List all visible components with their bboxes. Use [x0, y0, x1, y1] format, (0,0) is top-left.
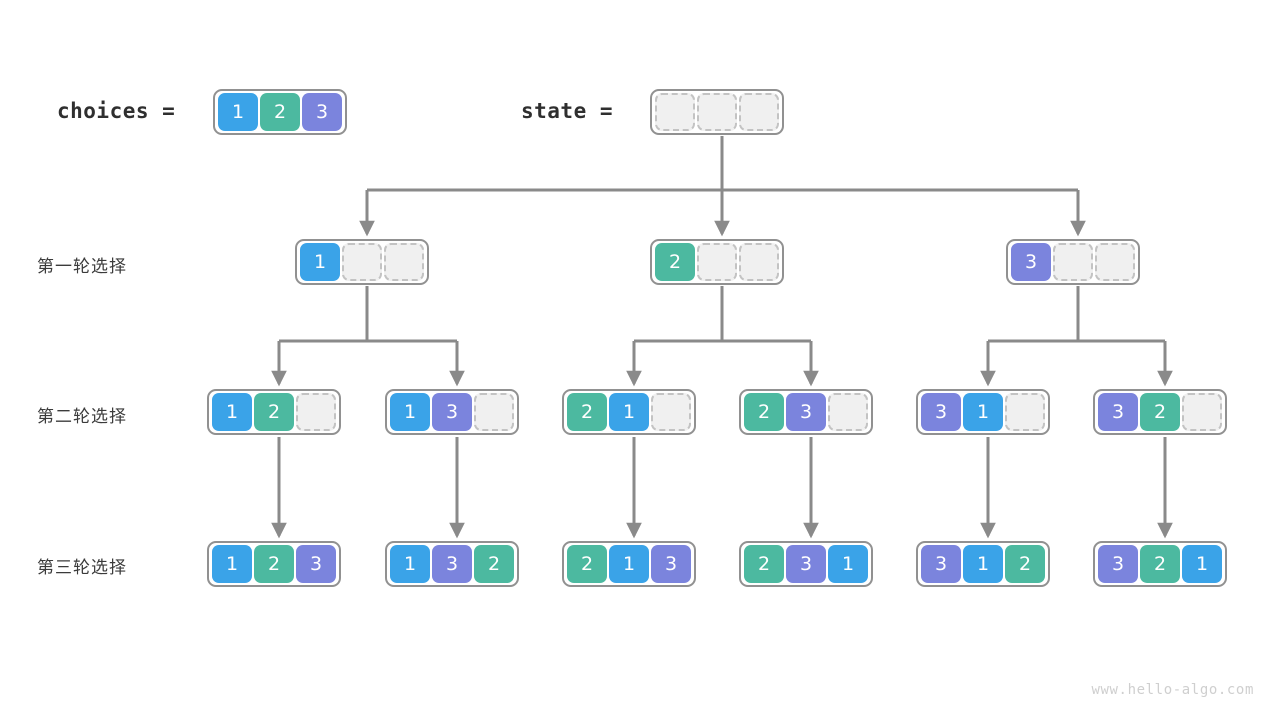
round2-node-6-cell-3 [1182, 393, 1222, 431]
round2-node-2-cell-1: 1 [390, 393, 430, 431]
round3-node-4-cell-2: 3 [786, 545, 826, 583]
round3-node-6-cell-3: 1 [1182, 545, 1222, 583]
watermark: www.hello-algo.com [1091, 682, 1254, 698]
choices-cell-1: 1 [218, 93, 258, 131]
round2-node-3-cell-3 [651, 393, 691, 431]
row-label-round-3: 第三轮选择 [37, 558, 127, 578]
round3-node-1-cell-2: 2 [254, 545, 294, 583]
round3-node-3-cell-2: 1 [609, 545, 649, 583]
round3-node-3-cell-3: 3 [651, 545, 691, 583]
round1-node-2-cell-1: 2 [655, 243, 695, 281]
round2-node-1-cell-3 [296, 393, 336, 431]
round1-node-3-cell-2 [1053, 243, 1093, 281]
round3-node-1-cell-3: 3 [296, 545, 336, 583]
round2-node-2-cell-3 [474, 393, 514, 431]
round3-node-2-cell-2: 3 [432, 545, 472, 583]
choices-label: choices = [57, 99, 176, 123]
round1-node-1-cell-3 [384, 243, 424, 281]
round3-node-6-cell-2: 2 [1140, 545, 1180, 583]
choices-cell-3: 3 [302, 93, 342, 131]
round2-node-6-cell-1: 3 [1098, 393, 1138, 431]
choices-cell-2: 2 [260, 93, 300, 131]
round2-node-1-cell-2: 2 [254, 393, 294, 431]
round2-node-3-cell-2: 1 [609, 393, 649, 431]
round1-node-3-cell-1: 3 [1011, 243, 1051, 281]
round1-node-2-cell-3 [739, 243, 779, 281]
round3-node-4-cell-3: 1 [828, 545, 868, 583]
round3-node-2-cell-3: 2 [474, 545, 514, 583]
round2-node-3-cell-1: 2 [567, 393, 607, 431]
round3-node-5-cell-3: 2 [1005, 545, 1045, 583]
round2-node-4-cell-3 [828, 393, 868, 431]
row-label-round-2: 第二轮选择 [37, 407, 127, 427]
state-label: state = [521, 99, 614, 123]
round3-node-2-cell-1: 1 [390, 545, 430, 583]
round2-node-6-cell-2: 2 [1140, 393, 1180, 431]
round1-node-2: 2 [650, 239, 784, 285]
state-cell-2 [697, 93, 737, 131]
round2-node-5-cell-3 [1005, 393, 1045, 431]
round1-node-1-cell-1: 1 [300, 243, 340, 281]
round1-node-1: 1 [295, 239, 429, 285]
state-cell-3 [739, 93, 779, 131]
round2-node-5-cell-2: 1 [963, 393, 1003, 431]
round1-node-3-cell-3 [1095, 243, 1135, 281]
state-array [650, 89, 784, 135]
row-label-round-1: 第一轮选择 [37, 257, 127, 277]
round1-node-1-cell-2 [342, 243, 382, 281]
state-cell-1 [655, 93, 695, 131]
round3-node-5-cell-1: 3 [921, 545, 961, 583]
round2-node-1-cell-1: 1 [212, 393, 252, 431]
round1-node-2-cell-2 [697, 243, 737, 281]
round3-node-4-cell-1: 2 [744, 545, 784, 583]
round3-node-3-cell-1: 2 [567, 545, 607, 583]
round2-node-2-cell-2: 3 [432, 393, 472, 431]
round3-node-6-cell-1: 3 [1098, 545, 1138, 583]
round1-node-3: 3 [1006, 239, 1140, 285]
round3-node-5-cell-2: 1 [963, 545, 1003, 583]
round3-node-1-cell-1: 1 [212, 545, 252, 583]
round2-node-5-cell-1: 3 [921, 393, 961, 431]
round2-node-4-cell-1: 2 [744, 393, 784, 431]
round2-node-4-cell-2: 3 [786, 393, 826, 431]
